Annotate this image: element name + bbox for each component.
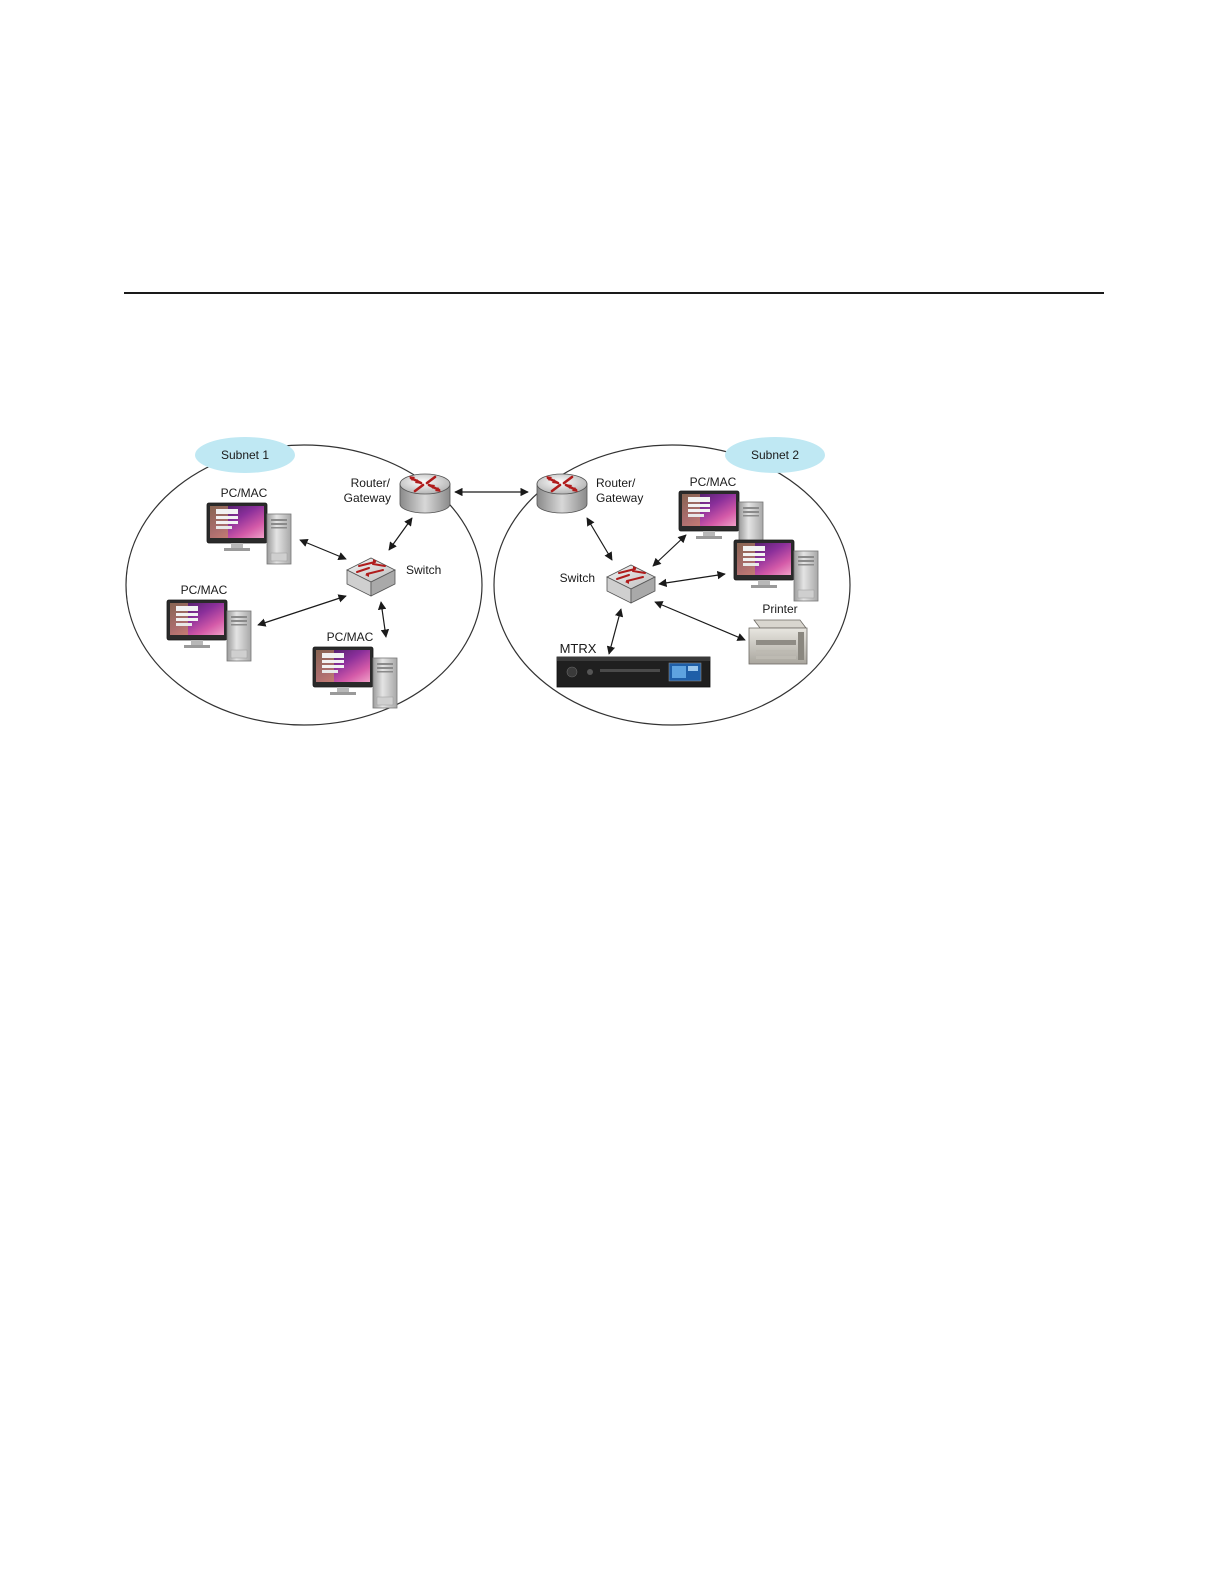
subnet-1-switch-label: Switch — [406, 563, 441, 577]
subnet-1-router-icon — [400, 474, 450, 513]
subnet-1-label: Subnet 1 — [221, 448, 269, 462]
mtrx-label: MTRX — [560, 641, 597, 656]
subnet-1-router-label-line2: Gateway — [344, 491, 391, 505]
s2-mtrx-link — [609, 609, 621, 654]
subnet-1-pc-2-icon — [167, 600, 251, 661]
subnet-1-switch-icon — [347, 558, 395, 596]
subnet-2-router-label-line1: Router/ — [596, 476, 636, 490]
mtrx-device-icon — [557, 657, 710, 687]
subnet-2-switch-label: Switch — [560, 571, 595, 585]
printer-label: Printer — [762, 602, 797, 616]
s1-pc2-link — [258, 596, 346, 625]
s2-pc1-link — [653, 535, 686, 566]
s2-router-switch-link — [587, 518, 612, 560]
subnet-2-router-label-line2: Gateway — [596, 491, 643, 505]
subnet-2-router-icon — [537, 474, 587, 513]
subnet-1-pc-3-icon — [313, 647, 397, 708]
s2-pc2-link — [659, 574, 725, 584]
subnet-2-pc-2-icon — [734, 540, 818, 601]
subnet-2-pc-label: PC/MAC — [690, 475, 737, 489]
s2-printer-link — [655, 602, 745, 640]
s1-pc3-link — [381, 602, 386, 637]
s1-router-switch-link — [389, 518, 412, 550]
subnet-1-router-label-line1: Router/ — [351, 476, 391, 490]
printer-icon — [749, 620, 807, 664]
s1-pc1-link — [300, 540, 346, 559]
subnet-2-label: Subnet 2 — [751, 448, 799, 462]
subnet-1-pc-1-label: PC/MAC — [221, 486, 268, 500]
subnet-1-pc-1-icon — [207, 503, 291, 564]
subnet-1-pc-3-label: PC/MAC — [327, 630, 374, 644]
subnet-1-pc-2-label: PC/MAC — [181, 583, 228, 597]
subnet-2-switch-icon — [607, 565, 655, 603]
